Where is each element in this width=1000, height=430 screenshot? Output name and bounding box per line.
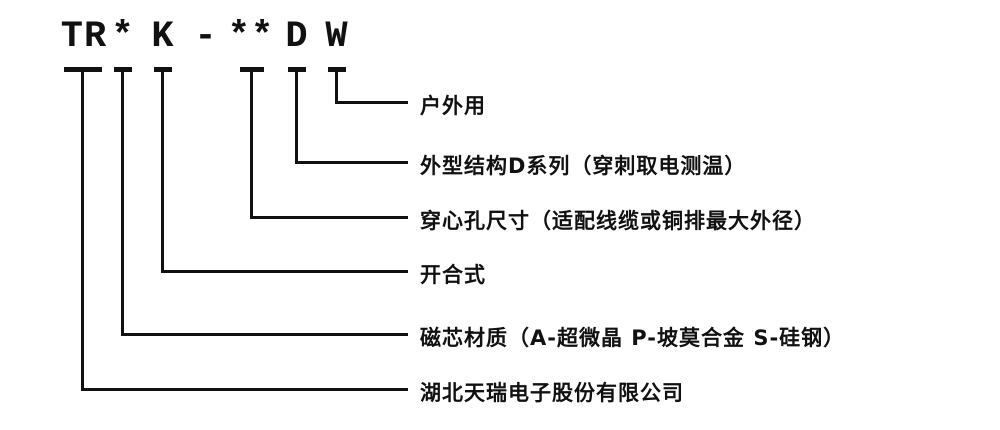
code-part-core-material: * (111, 16, 135, 58)
connector-horizontal-d (295, 161, 408, 164)
connector-horizontal-k (161, 270, 408, 273)
code-part-split-type: K (151, 16, 175, 58)
connector-vertical-w (335, 67, 338, 104)
branch-label-hole-size: 穿心孔尺寸（适配线缆或铜排最大外径） (420, 209, 816, 233)
connector-vertical-core-material (121, 67, 124, 336)
tick-tr (64, 67, 102, 72)
tick-k (154, 67, 172, 72)
connector-vertical-d (295, 67, 298, 164)
connector-vertical-hole-size (250, 67, 253, 219)
connector-horizontal-hole-size (250, 216, 408, 219)
connector-horizontal-w (335, 101, 408, 104)
branch-label-series: 外型结构D系列（穿刺取电测温） (420, 154, 747, 178)
code-part-outdoor: W (325, 16, 349, 58)
connector-horizontal-core-material (121, 333, 408, 336)
code-part-hole-size: ** (227, 16, 275, 58)
code-part-company-prefix: TR (60, 16, 108, 58)
code-part-series: D (285, 16, 309, 58)
connector-vertical-k (161, 67, 164, 273)
branch-label-company: 湖北天瑞电子股份有限公司 (420, 381, 684, 405)
connector-horizontal-tr (81, 388, 408, 391)
tick-w (328, 67, 346, 72)
tick-d (288, 67, 306, 72)
tick-hole-size (240, 67, 264, 72)
connector-vertical-tr (81, 67, 84, 391)
branch-label-core-material: 磁芯材质（A-超微晶 P-坡莫合金 S-硅钢） (420, 326, 846, 350)
tick-core-material (114, 67, 132, 72)
branch-label-outdoor: 户外用 (420, 94, 486, 118)
code-part-dash: - (194, 16, 218, 58)
branch-label-split-type: 开合式 (420, 263, 486, 287)
